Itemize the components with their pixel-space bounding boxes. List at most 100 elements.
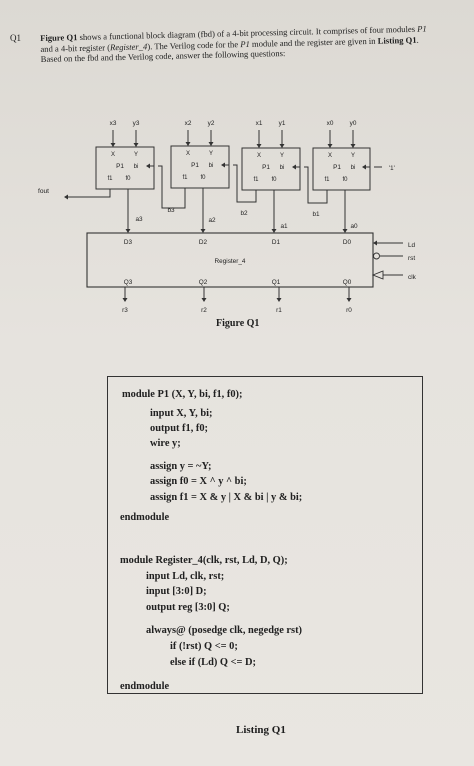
arrowhead: [125, 229, 131, 233]
a1-label: a1: [280, 223, 288, 230]
port-x-label: X: [257, 153, 261, 159]
port-y-label: Y: [351, 153, 355, 159]
arrowhead: [346, 298, 352, 302]
port-f1-label: f1: [324, 177, 330, 183]
code-line: assign f0 = X ^ y ^ bi;: [150, 476, 247, 487]
arrowhead: [201, 298, 207, 302]
register-q-port-label: Q2: [199, 279, 208, 286]
a3-label: a3: [135, 216, 143, 223]
p1-module-block: [241, 147, 301, 191]
port-bi-label: bi: [280, 165, 285, 171]
code-line: assign y = ~Y;: [150, 461, 212, 472]
input-x-label: x2: [185, 120, 192, 127]
rst-label: rst: [408, 255, 415, 262]
fout-wire: [68, 189, 111, 198]
output-r-label: r1: [276, 307, 282, 314]
port-x-label: X: [328, 153, 332, 159]
module-name-label: P1: [116, 163, 124, 170]
register-name-label: Register_4: [215, 258, 246, 265]
b3-label: b3: [167, 207, 175, 214]
arrowhead: [373, 240, 377, 246]
code-line: input Ld, clk, rst;: [146, 571, 225, 582]
register-q-port-label: Q0: [343, 279, 352, 286]
arrowhead: [350, 144, 356, 148]
clock-edge-symbol: [371, 270, 384, 280]
input-y-label: y2: [208, 120, 215, 127]
port-f0-label: f0: [200, 175, 206, 181]
a0-label: a0: [350, 223, 358, 230]
register-d-port-label: D3: [124, 239, 133, 246]
code-line: module Register_4(clk, rst, Ld, D, Q);: [120, 555, 288, 566]
register-d-port-label: D0: [343, 239, 352, 246]
borrow-chain-wire: [304, 166, 328, 204]
code-line: input [3:0] D;: [146, 586, 207, 597]
arrowhead: [292, 164, 296, 170]
input-y-label: y1: [279, 120, 286, 127]
arrowhead: [200, 229, 206, 233]
arrowhead: [221, 162, 225, 168]
arrowhead: [342, 229, 348, 233]
port-x-label: X: [111, 152, 115, 158]
code-line: input X, Y, bi;: [150, 408, 213, 419]
p1-module-block: [95, 146, 155, 190]
input-x-label: x1: [256, 120, 263, 127]
input-x-label: x0: [327, 120, 334, 127]
output-r-label: r0: [346, 307, 352, 314]
arrowhead: [279, 144, 285, 148]
a2-label: a2: [208, 217, 216, 224]
code-line: output f1, f0;: [150, 423, 209, 434]
p1-module-block: [312, 147, 371, 191]
input-x-label: x3: [110, 120, 117, 127]
module-name-label: P1: [191, 162, 199, 169]
arrowhead: [208, 142, 214, 146]
b1-label: b1: [312, 211, 320, 218]
code-listing-box: module P1 (X, Y, bi, f1, f0);input X, Y,…: [107, 376, 423, 694]
output-r-label: r3: [122, 307, 128, 314]
code-line: always@ (posedge clk, negedge rst): [146, 625, 302, 636]
arrowhead: [110, 143, 116, 147]
arrowhead: [133, 143, 139, 147]
arrowhead: [122, 298, 128, 302]
b2-label: b2: [240, 210, 248, 217]
code-line: assign f1 = X & y | X & bi | y & bi;: [150, 492, 303, 503]
arrowhead: [362, 164, 366, 170]
port-bi-label: bi: [351, 165, 356, 171]
arrowhead: [146, 163, 150, 169]
port-y-label: Y: [209, 151, 213, 157]
arrowhead: [64, 194, 68, 200]
port-y-label: Y: [134, 152, 138, 158]
port-f1-label: f1: [107, 176, 113, 182]
module-name-label: P1: [262, 164, 270, 171]
register-4-block: [86, 232, 374, 288]
code-line: if (!rst) Q <= 0;: [170, 641, 238, 652]
code-line: output reg [3:0] Q;: [146, 602, 230, 613]
code-line: else if (Ld) Q <= D;: [170, 657, 257, 668]
borrow-chain-wire: [233, 164, 257, 203]
register-d-port-label: D1: [272, 239, 281, 246]
port-f0-label: f0: [271, 177, 277, 183]
question-number: Q1: [10, 33, 21, 43]
port-f1-label: f1: [253, 177, 259, 183]
rst-inversion-bubble: [373, 252, 380, 260]
port-bi-label: bi: [134, 164, 139, 170]
code-line: endmodule: [120, 512, 170, 523]
arrowhead: [271, 229, 277, 233]
code-line: endmodule: [120, 681, 170, 692]
input-y-label: y3: [133, 120, 140, 127]
ld-label: Ld: [408, 242, 416, 249]
code-line: wire y;: [150, 438, 181, 449]
arrowhead: [276, 298, 282, 302]
output-r-label: r2: [201, 307, 207, 314]
borrow-chain-wire: [158, 165, 186, 209]
port-f0-label: f0: [125, 176, 131, 182]
fout-label: fout: [38, 188, 49, 195]
register-d-port-label: D2: [199, 239, 208, 246]
port-y-label: Y: [280, 153, 284, 159]
functional-block-diagram: x3 y3X Y P1 bi f1 f0 x2 y2X Y P1 bi f1 f0 x1 y1X Y P1 bi f1…: [38, 120, 417, 314]
port-f0-label: f0: [342, 177, 348, 183]
register-q-port-label: Q3: [124, 279, 133, 286]
arrowhead: [256, 144, 262, 148]
clk-label: clk: [408, 274, 417, 281]
p1-module-block: [170, 145, 230, 189]
